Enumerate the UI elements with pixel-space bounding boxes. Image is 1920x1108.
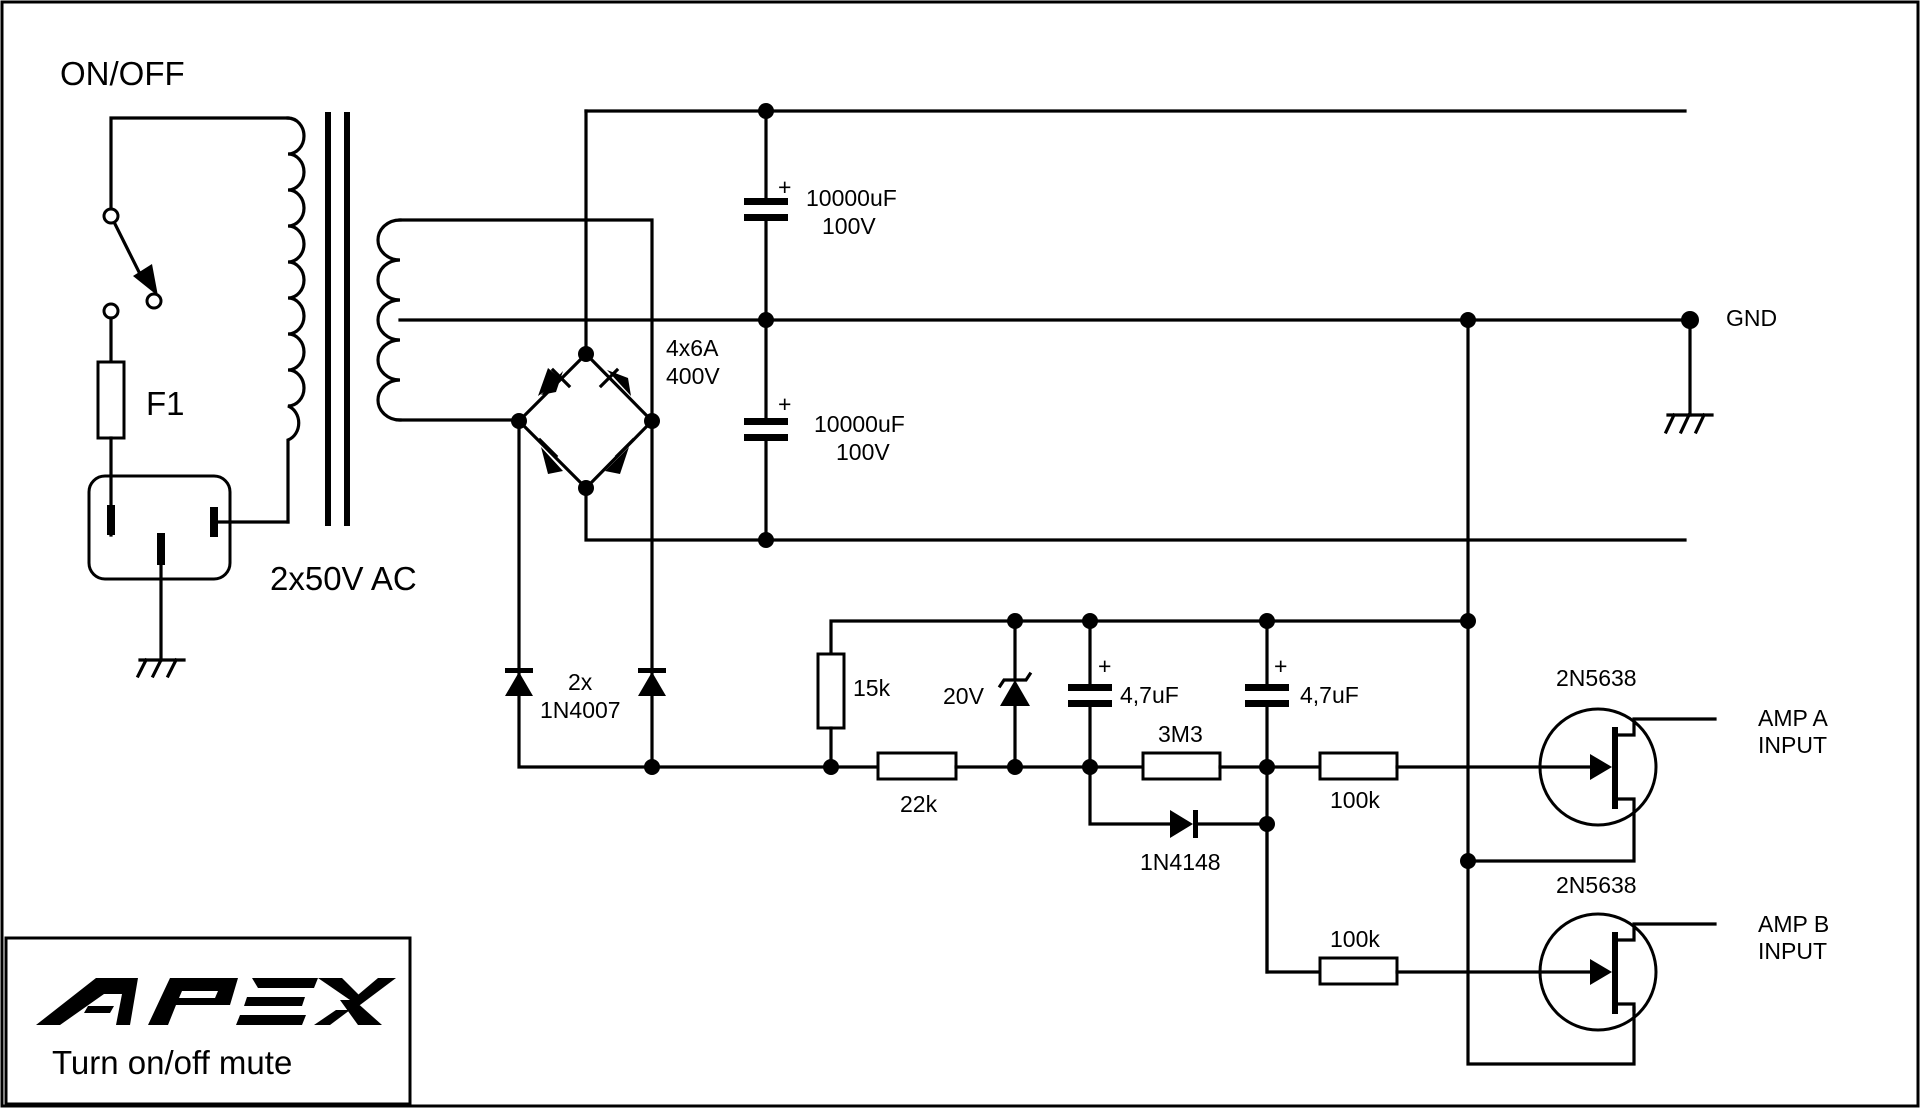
amp-a-label-2: INPUT (1758, 732, 1827, 758)
diodes-label-1: 2x (568, 669, 593, 695)
transformer (286, 112, 1692, 526)
cap-top-value: 10000uF (806, 185, 897, 211)
resistor-22k (876, 751, 1092, 781)
resistor-15k (816, 652, 846, 775)
ground-rail (1466, 318, 1636, 1066)
r100kb-label: 100k (1330, 926, 1380, 952)
transformer-label: 2x50V AC (270, 560, 417, 597)
diodes-label-2: 1N4007 (540, 697, 621, 723)
cap47a-label: 4,7uF (1120, 682, 1179, 708)
cap-top-voltage: 100V (822, 213, 876, 239)
diode-1n4148-label: 1N4148 (1140, 849, 1221, 875)
cap-bottom-plus: + (778, 391, 791, 417)
title-caption: Turn on/off mute (52, 1044, 292, 1081)
ground-control-rail (829, 619, 1470, 656)
apex-logo (36, 978, 396, 1025)
cap-47uf-a (1068, 613, 1112, 775)
fuse-label: F1 (146, 385, 185, 422)
ground-icon-right (1663, 412, 1714, 435)
amp-b-label-2: INPUT (1758, 938, 1827, 964)
amp-b-label-1: AMP B (1758, 911, 1829, 937)
filter-cap-bottom (744, 318, 788, 548)
r3m3-label: 3M3 (1158, 721, 1203, 747)
bridge-label-1: 4x6A (666, 335, 719, 361)
mains-plug (87, 474, 290, 662)
bridge-rectifier (511, 109, 1687, 542)
resistor-100k-b (1265, 822, 1595, 986)
title-block (4, 936, 412, 1106)
gnd-label: GND (1726, 305, 1777, 331)
r100ka-label: 100k (1330, 787, 1380, 813)
cap-bottom-value: 10000uF (814, 411, 905, 437)
sense-diodes (505, 419, 666, 775)
cap47b-plus: + (1274, 653, 1287, 679)
zener-label: 20V (943, 683, 985, 709)
jfet-a-label: 2N5638 (1556, 665, 1637, 691)
cap-bottom-voltage: 100V (836, 439, 890, 465)
r22k-label: 22k (900, 791, 938, 817)
switch-label: ON/OFF (60, 55, 185, 92)
gnd-node (1460, 311, 1699, 417)
cap47b-label: 4,7uF (1300, 682, 1359, 708)
filter-cap-top (744, 103, 788, 328)
jfet-b (1538, 912, 1717, 1032)
cap47a-plus: + (1098, 653, 1111, 679)
diode-1n4148 (1088, 765, 1269, 838)
bridge-label-2: 400V (666, 363, 720, 389)
r15k-label: 15k (853, 675, 891, 701)
amp-a-label-1: AMP A (1758, 705, 1829, 731)
cap-top-plus: + (778, 174, 791, 200)
ground-icon (135, 657, 186, 679)
mains-switch (102, 116, 290, 364)
jfet-b-label: 2N5638 (1556, 872, 1637, 898)
resistor-100k-a (1265, 751, 1595, 781)
zener-20v (997, 613, 1033, 775)
resistor-3m3 (1088, 751, 1269, 781)
jfet-a (1460, 707, 1717, 869)
